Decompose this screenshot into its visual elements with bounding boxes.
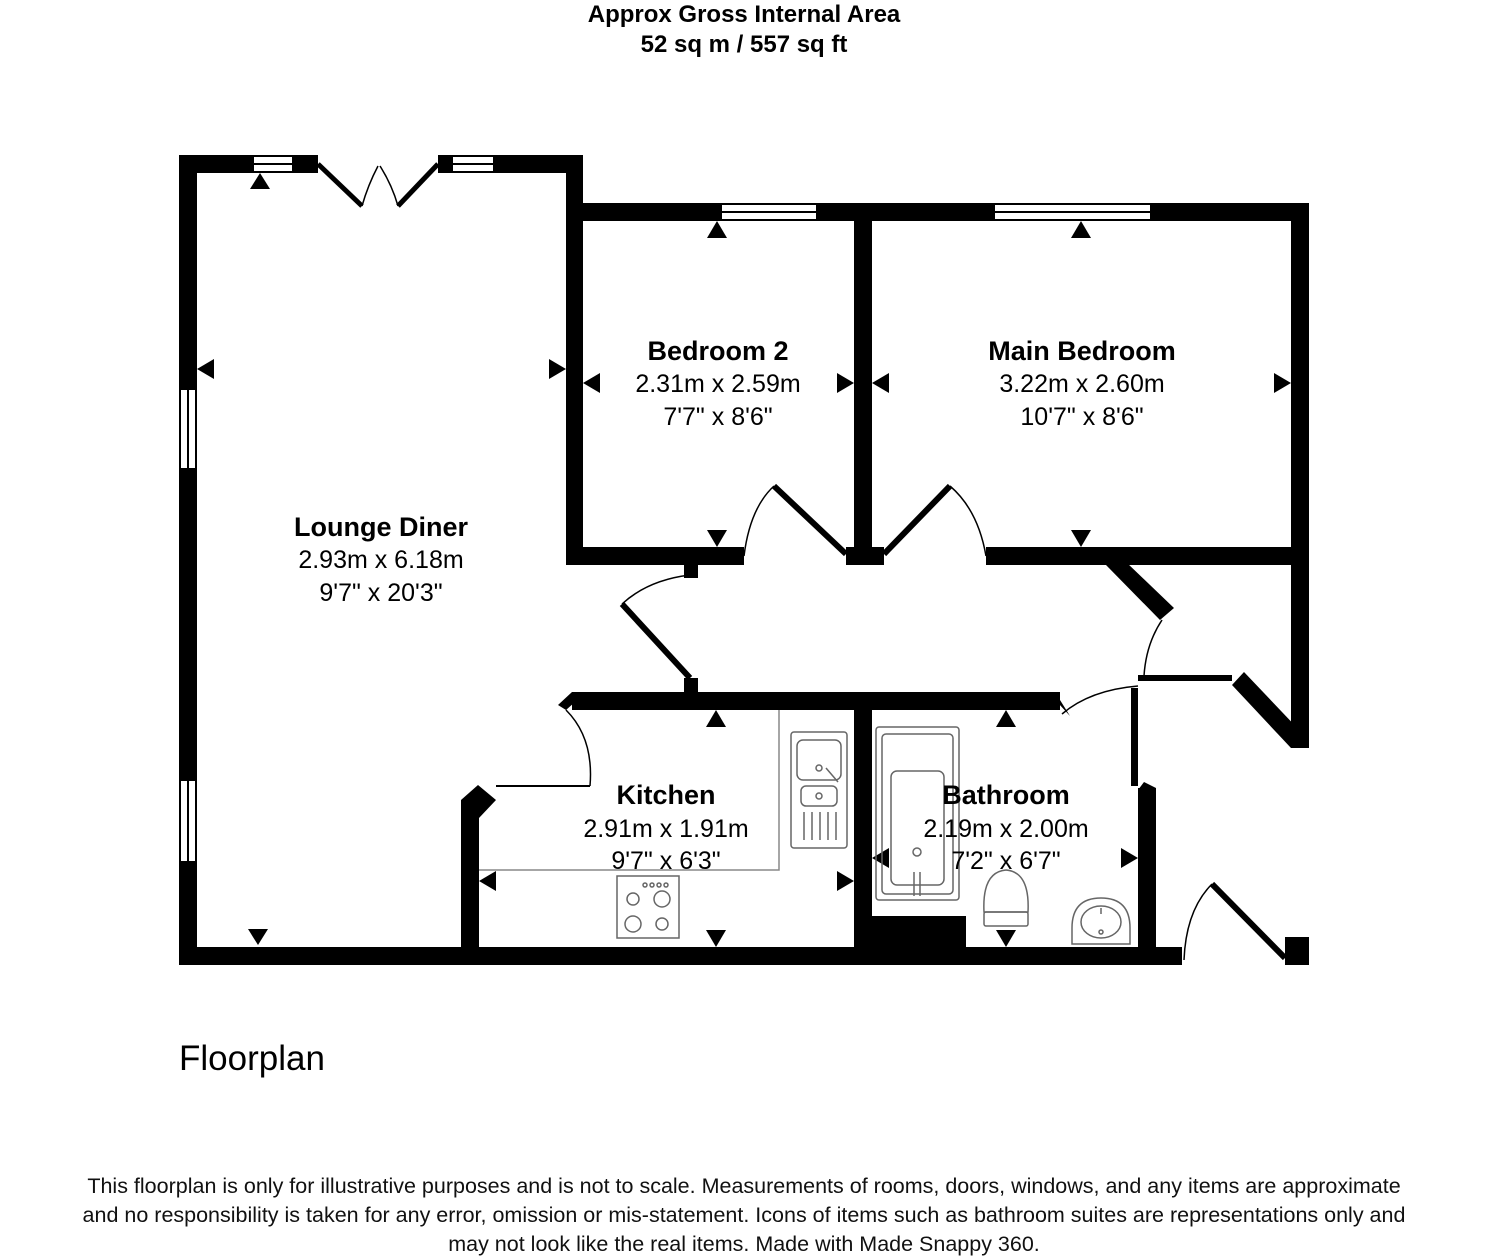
disclaimer-line: and no responsibility is taken for any e… [82,1203,1406,1227]
header-area-value: 52 sq m / 557 sq ft [641,31,848,58]
disclaimer-line: This floorplan is only for illustrative … [87,1174,1401,1198]
room-imperial: 10'7" x 8'6" [1020,403,1143,431]
room-name: Main Bedroom [988,336,1176,366]
room-label-bedroom-2: Bedroom 2 2.31m x 2.59m 7'7" x 8'6" [635,336,800,431]
hob-icon [616,875,680,939]
room-metric: 2.19m x 2.00m [923,815,1088,843]
room-label-kitchen: Kitchen 2.91m x 1.91m 9'7" x 6'3" [583,780,748,875]
room-imperial: 9'7" x 20'3" [319,579,442,607]
toilet-icon [983,869,1029,927]
floorplan-caption: Floorplan [179,1039,325,1078]
room-name: Kitchen [616,780,715,810]
room-imperial: 7'7" x 8'6" [663,403,772,431]
disclaimer-line: may not look like the real items. Made w… [448,1232,1040,1256]
header-area-title: Approx Gross Internal Area [588,1,901,28]
door-swing-icons [316,162,1288,961]
disclaimer: This floorplan is only for illustrative … [0,1172,1488,1259]
room-label-bathroom: Bathroom 2.19m x 2.00m 7'2" x 6'7" [923,780,1088,875]
room-label-lounge: Lounge Diner 2.93m x 6.18m 9'7" x 20'3" [294,512,468,607]
room-name: Lounge Diner [294,512,468,542]
walls [179,155,1309,965]
window-icons [179,155,1152,863]
basin-icon [1071,897,1131,945]
dimension-arrow-icons [197,173,1291,947]
room-name: Bedroom 2 [647,336,788,366]
sink-icon [790,731,848,849]
room-metric: 2.91m x 1.91m [583,815,748,843]
room-imperial: 9'7" x 6'3" [611,847,720,875]
room-name: Bathroom [942,780,1070,810]
room-imperial: 7'2" x 6'7" [951,847,1060,875]
room-metric: 2.31m x 2.59m [635,370,800,398]
room-metric: 3.22m x 2.60m [999,370,1164,398]
kitchen-worktop [479,710,780,871]
bath-icon [875,726,960,901]
room-label-main-bedroom: Main Bedroom 3.22m x 2.60m 10'7" x 8'6" [988,336,1176,431]
room-metric: 2.93m x 6.18m [298,546,463,574]
